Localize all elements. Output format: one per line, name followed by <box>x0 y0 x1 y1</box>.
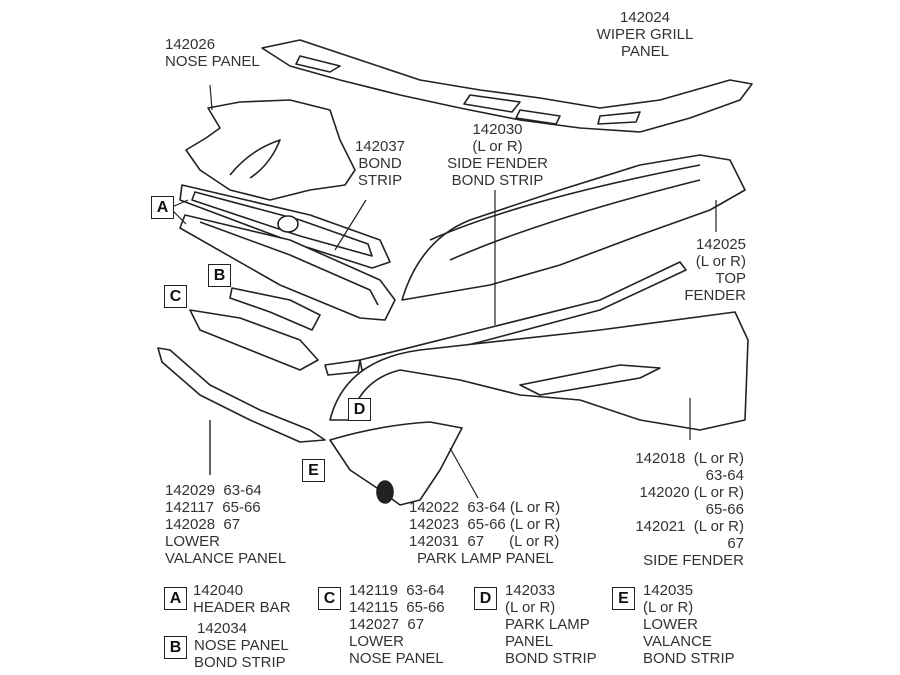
part-number: 142023 65-66 (L or R) <box>409 516 561 533</box>
part-side: (L or R) <box>643 599 694 616</box>
part-number: 142040 <box>193 582 244 599</box>
callout-a-leader <box>171 199 189 208</box>
part-number: 142115 65-66 <box>349 599 445 616</box>
part-number: 142037 <box>354 138 406 155</box>
part-name: NOSE PANEL <box>349 650 444 667</box>
part-number: 142031 67 (L or R) <box>409 533 560 550</box>
top-fender-drawing <box>401 154 746 301</box>
part-name: VALANCE <box>643 633 712 650</box>
part-name: LOWER <box>643 616 699 633</box>
header-bar-drawing <box>179 184 396 321</box>
bond-strip-leader <box>334 199 367 251</box>
part-name: PANEL <box>505 633 554 650</box>
nose-panel-drawing <box>185 99 356 201</box>
part-number: 142034 <box>197 620 248 637</box>
part-name: PANEL <box>620 43 670 60</box>
callout-d: D <box>348 398 371 421</box>
part-name: TOP <box>715 270 746 287</box>
park-lamp-bond-strip-drawing <box>324 359 361 376</box>
part-number: 142119 63-64 <box>349 582 445 599</box>
part-name: PARK LAMP <box>505 616 590 633</box>
part-side: (L or R) <box>472 138 523 155</box>
part-name: BOND STRIP <box>194 654 286 671</box>
part-number: 142022 63-64 (L or R) <box>409 499 561 516</box>
callout-a: A <box>151 196 174 219</box>
part-name: PARK LAMP PANEL <box>417 550 554 567</box>
part-number: 142020 (L or R) <box>639 484 744 501</box>
part-side: (L or R) <box>695 253 746 270</box>
part-years: 63-64 <box>705 467 744 484</box>
side-fender-drawing <box>329 311 749 431</box>
part-number: 142018 (L or R) <box>635 450 744 467</box>
part-name: NOSE PANEL <box>165 53 260 70</box>
part-number: 142026 <box>165 36 216 53</box>
part-name: VALANCE PANEL <box>165 550 287 567</box>
part-side: (L or R) <box>505 599 556 616</box>
wiper-grill-panel-drawing <box>261 39 753 133</box>
lower-nose-panel-drawing <box>189 309 319 371</box>
part-years: 67 <box>727 535 744 552</box>
part-name: BOND STRIP <box>451 172 544 189</box>
lower-valance-drawing <box>157 347 326 443</box>
legend-b-box: B <box>164 636 187 659</box>
part-number: 142029 63-64 <box>165 482 262 499</box>
part-name: FENDER <box>684 287 746 304</box>
part-number: 142028 67 <box>165 516 241 533</box>
part-name: SIDE FENDER <box>643 552 744 569</box>
legend-a-box: A <box>164 587 187 610</box>
nose-bond-strip-drawing <box>229 287 321 331</box>
part-name: STRIP <box>357 172 403 189</box>
part-years: 65-66 <box>705 501 744 518</box>
part-name: BOND <box>358 155 402 172</box>
part-number: 142033 <box>505 582 556 599</box>
part-number: 142030 <box>472 121 523 138</box>
part-name: BOND STRIP <box>643 650 735 667</box>
part-name: HEADER BAR <box>193 599 291 616</box>
part-name: BOND STRIP <box>505 650 597 667</box>
legend-e-box: E <box>612 587 635 610</box>
part-name: SIDE FENDER <box>447 155 548 172</box>
part-number: 142021 (L or R) <box>635 518 744 535</box>
part-number: 142035 <box>643 582 694 599</box>
part-name: NOSE PANEL <box>194 637 289 654</box>
legend-c-box: C <box>318 587 341 610</box>
park-lamp-panel-leader <box>449 447 479 499</box>
park-lamp-panel-drawing <box>329 421 463 506</box>
nose-panel-leader <box>209 84 213 111</box>
part-number: 142027 67 <box>349 616 425 633</box>
part-name: LOWER <box>165 533 221 550</box>
callout-a-leader <box>171 209 187 225</box>
part-number: 142025 <box>695 236 746 253</box>
part-name: WIPER GRILL <box>596 26 694 43</box>
part-name: LOWER <box>349 633 405 650</box>
callout-c: C <box>164 285 187 308</box>
legend-d-box: D <box>474 587 497 610</box>
part-number: 142024 <box>619 9 671 26</box>
callout-e: E <box>302 459 325 482</box>
callout-b: B <box>208 264 231 287</box>
part-number: 142117 65-66 <box>165 499 261 516</box>
park-lamp-panel-label: 142022 63-64 (L or R)142023 65-66 (L or … <box>409 499 560 567</box>
